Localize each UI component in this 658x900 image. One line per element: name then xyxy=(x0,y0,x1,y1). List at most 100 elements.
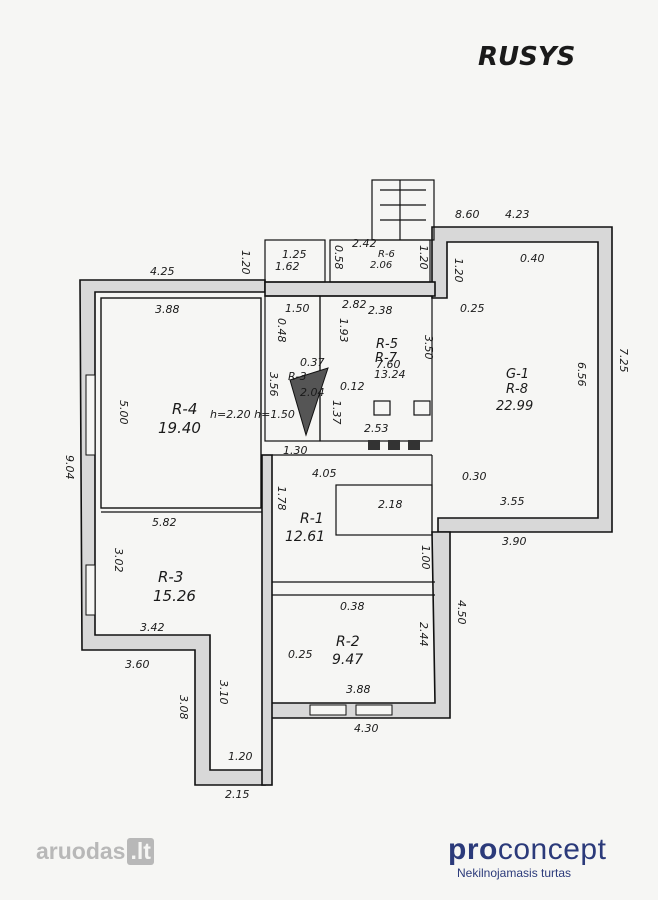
dim: 3.56 xyxy=(267,372,280,397)
room-area-r2: 9.47 xyxy=(332,652,363,668)
dim: 2.42 xyxy=(352,237,377,250)
room-note-r4: h=2.20 h=1.50 xyxy=(210,408,295,421)
dim: 1.20 xyxy=(452,258,465,283)
dim: 3.42 xyxy=(140,621,165,634)
stair-box xyxy=(335,484,433,536)
dim: 2.53 xyxy=(364,422,389,435)
room-name-g1: G-1 xyxy=(506,367,529,382)
window-r2a xyxy=(309,704,347,716)
dim: 1.78 xyxy=(275,486,288,511)
room-name-r3: R-3 xyxy=(158,568,183,586)
dim: 6.56 xyxy=(575,362,588,387)
dim: 1.20 xyxy=(228,750,253,763)
room-name-r5: R-5 xyxy=(376,337,398,352)
logo-concept: concept xyxy=(497,833,607,866)
dim: 3.90 xyxy=(502,535,527,548)
dim: 4.50 xyxy=(455,600,468,625)
room-area-r1: 12.61 xyxy=(285,529,325,545)
fixture-symbol xyxy=(368,440,380,450)
window-r2b xyxy=(355,704,393,716)
dim: 0.58 xyxy=(332,245,345,270)
room-name-r6: R-6 xyxy=(378,249,395,260)
dim: 3.88 xyxy=(346,683,371,696)
dim: 1.20 xyxy=(417,245,430,270)
stair-triangle xyxy=(289,367,329,437)
dim: 1.93 xyxy=(337,318,350,343)
dim: 0.25 xyxy=(460,302,485,315)
room-area-r5: 7.60 xyxy=(376,358,401,371)
dim: 1.30 xyxy=(283,444,308,457)
dim: 1.20 xyxy=(239,250,252,275)
room-name-r2: R-2 xyxy=(336,634,360,650)
dim: 5.82 xyxy=(152,516,177,529)
room-area-g1: 22.99 xyxy=(496,399,533,414)
dim: 1.50 xyxy=(285,302,310,315)
room-area-r9: 1.62 xyxy=(275,260,300,273)
logo-pro: pro xyxy=(448,833,498,866)
window-r3 xyxy=(85,564,96,616)
dim: 4.05 xyxy=(312,467,337,480)
aruodas-domain: .lt xyxy=(127,838,154,865)
aruodas-watermark: aruodas.lt xyxy=(36,838,154,865)
dim: 8.60 xyxy=(455,208,480,221)
fixture-symbol xyxy=(388,440,400,450)
window-r4 xyxy=(85,374,96,456)
dim: 9.04 xyxy=(63,455,76,480)
room-name-stair: R-3 xyxy=(288,370,307,383)
room-area-r3: 15.26 xyxy=(153,587,196,605)
dim: 7.25 xyxy=(617,348,630,373)
proconcept-logo: proconcept xyxy=(448,833,606,867)
dim: 2.18 xyxy=(378,498,403,511)
dim: 2.82 xyxy=(342,298,367,311)
dim: 4.25 xyxy=(150,265,175,278)
wall-top-middle xyxy=(264,281,436,297)
room-name-r4: R-4 xyxy=(172,400,197,418)
dim: 3.10 xyxy=(217,680,230,705)
boiler-symbol xyxy=(373,400,391,416)
wall-garage xyxy=(431,226,613,533)
dim: 3.50 xyxy=(422,335,435,360)
dim: 0.30 xyxy=(462,470,487,483)
dim: 2.15 xyxy=(225,788,250,801)
plan-title: RUSYS xyxy=(478,42,575,72)
proconcept-tagline: Nekilnojamasis turtas xyxy=(457,866,572,880)
wall-middle-vertical xyxy=(261,454,273,786)
boiler-symbol xyxy=(413,400,431,416)
room-name-r8: R-8 xyxy=(506,382,528,397)
room-area-r4: 19.40 xyxy=(158,419,201,437)
dim: 2.44 xyxy=(417,622,430,647)
dim: 0.38 xyxy=(340,600,365,613)
dim: 0.40 xyxy=(520,252,545,265)
dim: 0.12 xyxy=(340,380,365,393)
entrance-steps xyxy=(371,179,435,241)
room-labels: R-4 19.40 h=2.20 h=1.50 R-3 15.26 R-1 12… xyxy=(153,249,533,668)
dim: 3.08 xyxy=(177,695,190,720)
dim: 3.60 xyxy=(125,658,150,671)
room-name-r1: R-1 xyxy=(300,511,324,527)
room-r9-box xyxy=(264,239,326,283)
dim: 2.38 xyxy=(368,304,393,317)
dim: 4.23 xyxy=(505,208,530,221)
room-area-r7: 13.24 xyxy=(374,368,406,381)
room-area-r6: 2.06 xyxy=(370,260,392,271)
dim: 4.30 xyxy=(354,722,379,735)
dim: 3.88 xyxy=(155,303,180,316)
aruodas-text: aruodas xyxy=(36,838,126,864)
dim: 1.37 xyxy=(330,400,343,425)
dimension-labels: 4.25 3.88 5.00 9.04 5.82 3.02 3.42 3.60 … xyxy=(63,208,630,801)
dim: 1.00 xyxy=(419,545,432,570)
room-name-r7: R-7 xyxy=(375,351,398,366)
dim: 3.55 xyxy=(500,495,525,508)
room-r4-box xyxy=(100,297,262,509)
dim: 0.25 xyxy=(288,648,313,661)
dim: 0.37 xyxy=(300,356,325,369)
dim: 0.48 xyxy=(275,318,288,343)
dim: 5.00 xyxy=(117,400,130,425)
fixture-symbol xyxy=(408,440,420,450)
dim: 3.02 xyxy=(112,548,125,573)
dim: 1.25 xyxy=(282,248,307,261)
room-area-stair: 2.04 xyxy=(300,386,325,399)
interior-walls xyxy=(85,179,435,716)
